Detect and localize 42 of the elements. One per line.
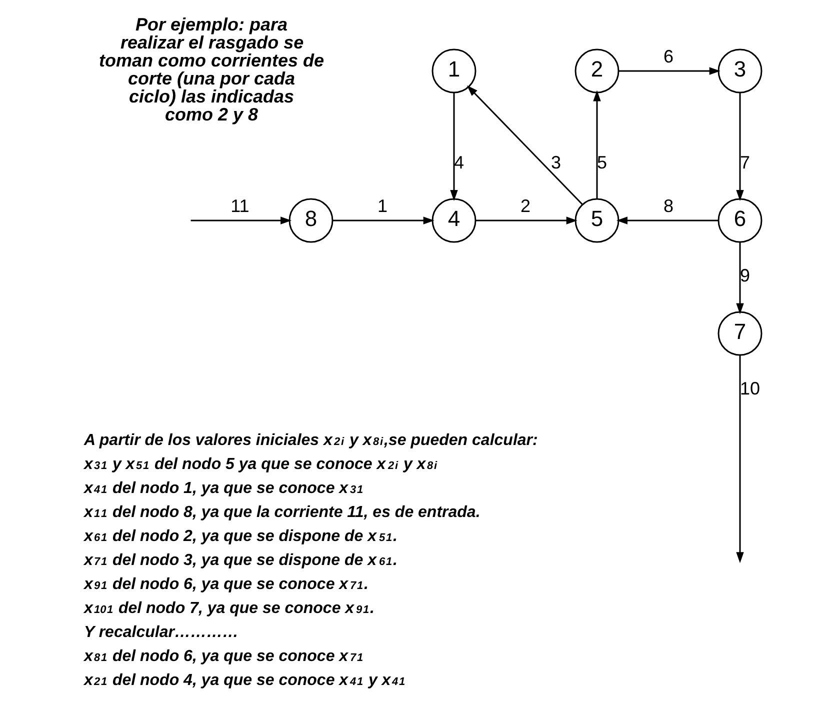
arrow	[466, 84, 583, 205]
node-circle: 4	[432, 198, 476, 242]
node-circle: 1	[432, 48, 476, 93]
node-circle: 8	[288, 198, 334, 242]
node-circle: 6	[718, 198, 762, 242]
label: Y recalcular…………	[84, 623, 238, 640]
edge-label: 4	[454, 152, 464, 172]
arrow	[618, 66, 720, 74]
edge-label: 1	[377, 195, 388, 216]
arrow	[616, 216, 718, 224]
label: Por ejemplo: para realizar el rasgado se toman como corrientes de corte (una por cada ciclo) las indicadas como 2 y 8	[99, 14, 324, 124]
arrow	[593, 90, 601, 198]
node-circle: 3	[718, 48, 762, 93]
label: x71 del nodo 3, ya que se dispone de x61.	[84, 551, 398, 568]
label: x31 y x51 del nodo 5 ya que se conoce x2i y x8i	[84, 455, 438, 472]
label: A partir de los valores iniciales x2i y x8i,se pueden calcular:	[84, 431, 538, 448]
edge-label: 9	[740, 264, 750, 285]
edge-label: 3	[550, 152, 562, 172]
label: x91 del nodo 6, ya que se conoce x71.	[84, 575, 368, 592]
label: x101 del nodo 7, ya que se conoce x91.	[84, 599, 374, 616]
edge-label: 2	[520, 195, 531, 216]
label: x61 del nodo 2, ya que se dispone de x51.	[84, 527, 398, 544]
arrow	[736, 92, 744, 200]
edge-label: 11	[230, 195, 250, 216]
arrow	[190, 216, 292, 224]
edge-label: 10	[740, 378, 760, 398]
arrow	[476, 216, 578, 224]
arrow	[736, 354, 744, 563]
node-circle: 5	[574, 198, 620, 242]
label: x41 del nodo 1, ya que se conoce x31	[84, 479, 364, 496]
node-circle: 2	[574, 48, 620, 93]
arrow	[450, 92, 458, 200]
label: x21 del nodo 4, ya que se conoce x41 y x41	[84, 671, 406, 688]
edge-label: 8	[663, 195, 674, 216]
edge-label: 5	[596, 152, 608, 172]
edge-label: 7	[740, 152, 750, 172]
label: x11 del nodo 8, ya que la corriente 11, es de entrada.	[84, 503, 480, 520]
node-circle: 7	[718, 310, 762, 356]
arrow	[332, 216, 434, 224]
edge-label: 6	[663, 46, 674, 66]
label: x81 del nodo 6, ya que se conoce x71	[84, 647, 364, 664]
arrow	[736, 242, 744, 314]
